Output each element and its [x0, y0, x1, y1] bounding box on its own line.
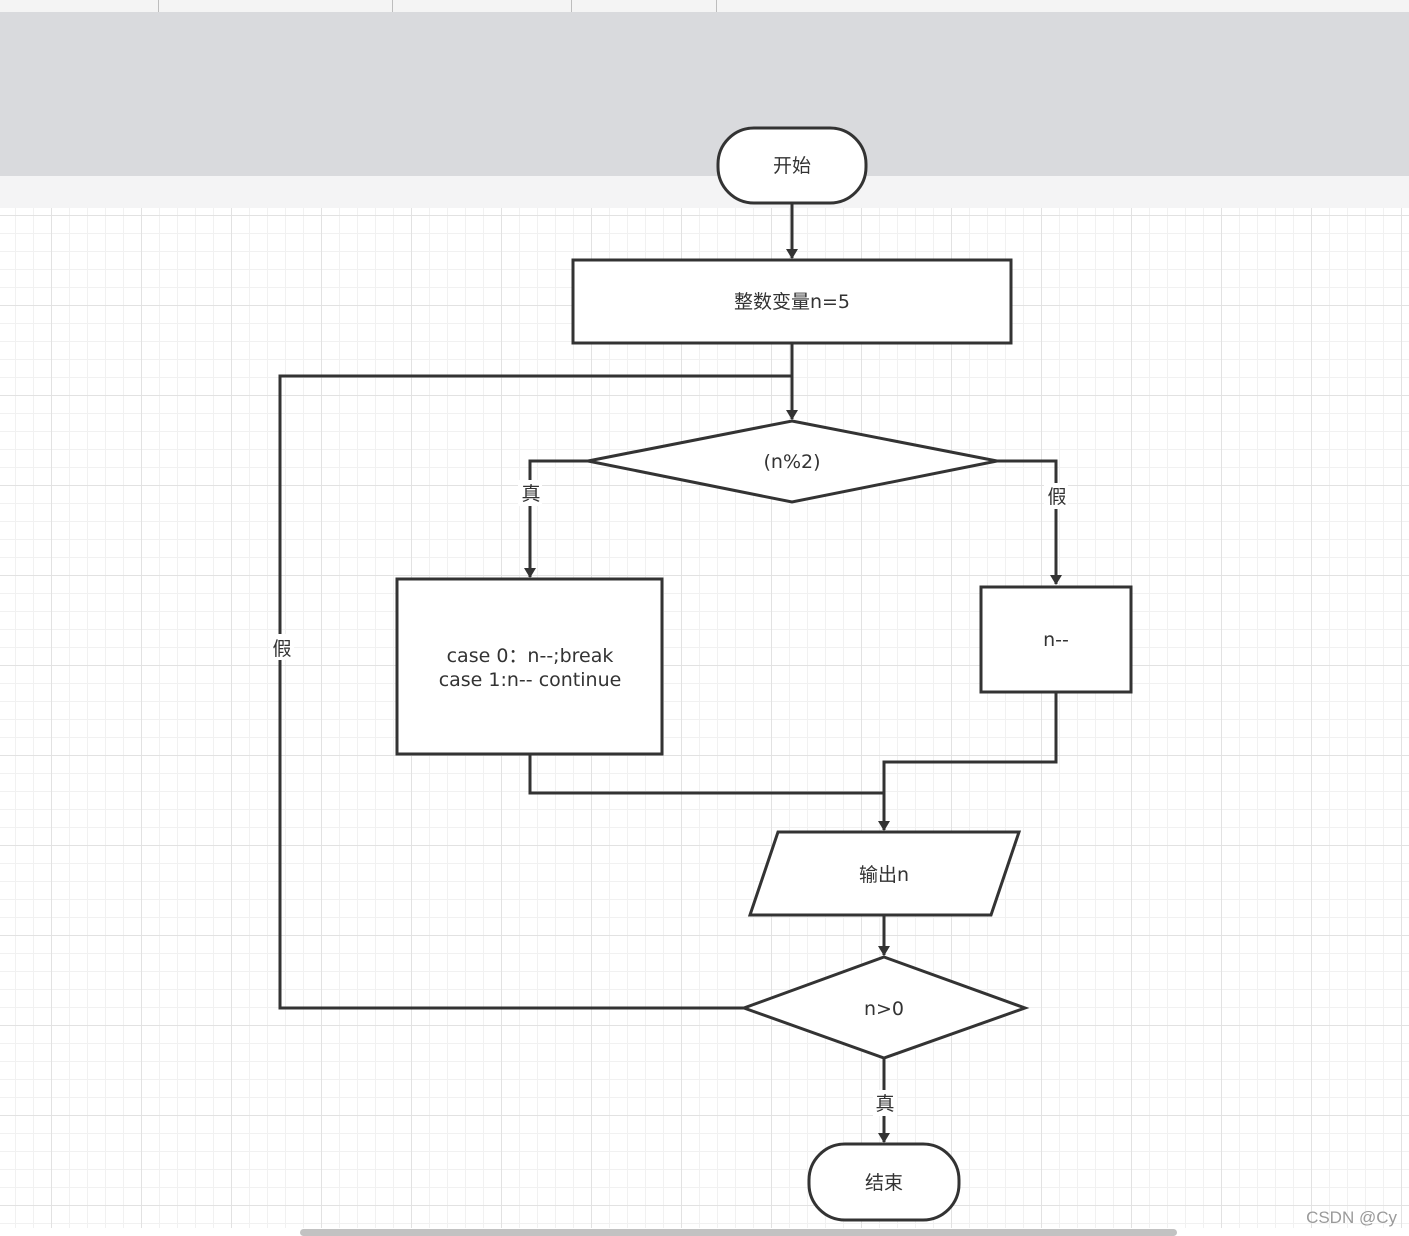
output-parallelogram[interactable]: [747, 830, 1022, 917]
edge-label-bg: [270, 634, 294, 660]
init-process-box[interactable]: [571, 258, 1013, 345]
edge-label-bg: [873, 1090, 897, 1116]
case-process-box[interactable]: [395, 577, 664, 756]
init-label: 整数变量n=5: [734, 291, 850, 313]
flowchart-edges: [278, 203, 1062, 1143]
start-terminator[interactable]: [716, 126, 868, 205]
toolbar-separator: [571, 0, 572, 12]
case-label-line-1: case 0：n--;break: [447, 645, 614, 667]
page-header-band-lower: [0, 176, 1409, 208]
edge-case-to-output: [528, 754, 890, 831]
edge-decrement-to-output: [882, 692, 1058, 793]
toolbar-separator: [716, 0, 717, 12]
watermark-credit: CSDN @Cy: [1306, 1208, 1397, 1227]
edge-label-mod-true: 真: [521, 483, 540, 505]
mod-decision-diamond[interactable]: [587, 419, 998, 504]
output-label: 输出n: [859, 864, 909, 886]
flowchart-nodes: [395, 126, 1133, 1222]
edge-label-positive-true: 真: [875, 1093, 894, 1115]
end-label: 结束: [865, 1172, 903, 1194]
edge-label-mod-false: 假: [1047, 486, 1066, 508]
page-header-band: [0, 12, 1409, 176]
edge-label-bg: [518, 480, 542, 506]
edge-label-bg: [1044, 483, 1068, 509]
edge-loop-false: [278, 374, 792, 1010]
diagram-canvas[interactable]: [0, 208, 1409, 1228]
edge-mod-false: [997, 459, 1062, 585]
decrement-label: n--: [1043, 629, 1069, 651]
toolbar-separator: [392, 0, 393, 12]
case-label-line-2: case 1:n-- continue: [439, 669, 622, 691]
mod-decision-label: (n%2): [763, 451, 820, 473]
decrement-process-box[interactable]: [979, 585, 1133, 694]
toolbar-separator: [158, 0, 159, 12]
edge-mod-true: [524, 459, 588, 578]
positive-decision-diamond[interactable]: [739, 955, 1030, 1060]
end-terminator[interactable]: [807, 1142, 961, 1222]
horizontal-scrollbar[interactable]: [300, 1229, 1177, 1236]
start-label: 开始: [773, 155, 811, 177]
positive-decision-label: n>0: [864, 998, 904, 1020]
edge-label-loop-false: 假: [272, 638, 291, 660]
